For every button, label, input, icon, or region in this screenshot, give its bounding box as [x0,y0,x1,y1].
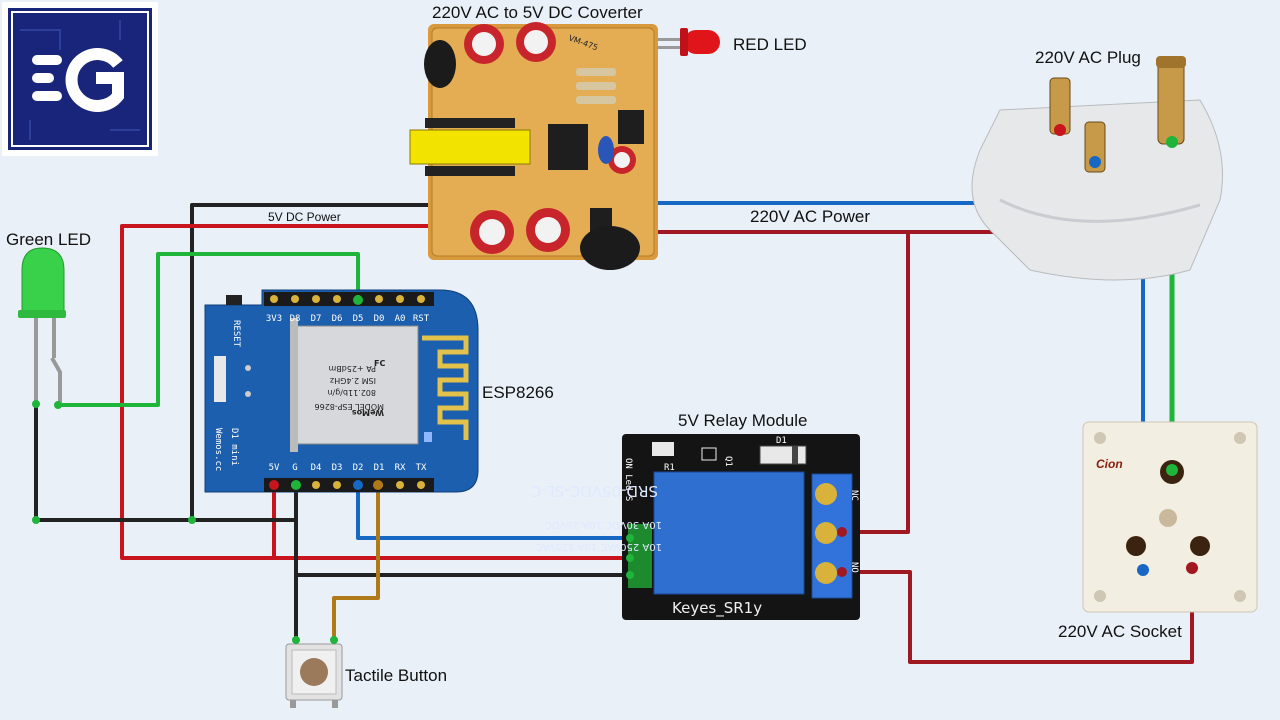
red-led [680,28,720,56]
ac-plug [971,56,1223,281]
label-dc-power: 5V DC Power [268,210,341,224]
relay-module: R1 D1 Q1 NC NO ON Led S SRD-05VDC-SL-C 1… [531,434,860,620]
esp-top-pin-label: D6 [332,314,343,324]
esp-top-pins: 3V3 D8 D7 D6 D5 D0 A0 RST [266,295,430,324]
esp-bottom-pin-label: 5V [269,463,280,473]
wire-darkred-relay-com [840,230,910,534]
esp-bottom-pin-label: D2 [353,463,364,473]
esp-top-pin-label: D0 [374,314,385,324]
ac-socket: Cion [1082,421,1258,613]
esp-spec-1: 802.11b/g/n [327,388,376,397]
label-ac-power: 220V AC Power [750,207,870,226]
esp-bottom-pin-label: D1 [374,463,385,473]
label-esp8266: ESP8266 [482,383,554,402]
label-tactile-button: Tactile Button [345,666,447,685]
tactile-button [285,643,343,708]
esp-top-pin-hole [396,295,404,303]
relay-q1-label: Q1 [723,456,733,467]
esp-top-pin-hole [333,295,341,303]
relay-board-name: Keyes_SR1y [672,599,762,618]
esp-bottom-header [264,478,434,492]
esp-url: Wemos.cc [213,428,223,471]
esp-top-pin-label: D7 [311,314,322,324]
label-ac-socket: 220V AC Socket [1058,622,1182,641]
socket-brand: Cion [1096,457,1123,471]
acdc-converter-board: VM-475 [409,22,690,270]
esp-top-header [264,292,434,306]
green-led [18,247,66,405]
esp-module-label: MODEL ESP-8266 [315,402,384,411]
relay-rating-1: 10A 250VAC 10A 125VAC [535,541,662,552]
esp-top-pin-label: RST [413,314,430,324]
wire-black-gnd-converter [190,203,442,522]
esp-brand: WeMos [352,408,384,417]
relay-left-pins: ON Led S [623,458,633,501]
esp-bottom-pin-label: G [292,463,297,473]
esp-bottom-pin-hole [417,481,425,489]
esp-name: D1 mini [229,428,239,466]
label-relay-module: 5V Relay Module [678,411,807,430]
esp-bottom-pin-hole [312,481,320,489]
label-red-led: RED LED [733,35,807,54]
esp-top-pin-hole [312,295,320,303]
esp-bottom-pin-label: D4 [311,463,322,473]
relay-r1-label: R1 [664,463,675,473]
wire-terminals [32,124,1198,644]
esp-bottom-pin-label: TX [416,463,427,473]
labels: 220V AC to 5V DC Coverter RED LED 220V A… [6,3,1182,685]
esp-spec-3: PA +25dBm [328,364,376,373]
esp-reset-label: RESET [231,320,241,348]
relay-no-label: NO [849,562,859,573]
esp-top-pin-hole [291,295,299,303]
relay-nc-label: NC [849,490,859,501]
esp-top-pin-hole [375,295,383,303]
esp-bottom-pin-label: RX [395,463,406,473]
label-green-led: Green LED [6,230,91,249]
esp-top-pin-label: D5 [353,314,364,324]
esp-top-pin-label: 3V3 [266,314,282,324]
fcc-mark: FC [374,359,385,368]
wire-green-led-signal [56,252,360,407]
esp-top-pin-hole [417,295,425,303]
relay-rating-2: 10A 30VDC 10A 28VDC [545,519,662,530]
esp-bottom-pin-hole [333,481,341,489]
esp-top-pin-label: D8 [290,314,301,324]
wire-blue-d2-relay [356,483,632,540]
esp8266-board: FC 802.11b/g/n ISM 2.4GHz PA +25dBm MODE… [204,289,479,493]
logo [2,2,158,156]
label-ac-plug: 220V AC Plug [1035,48,1141,67]
relay-d1-label: D1 [776,436,787,446]
esp-top-pin-hole [270,295,278,303]
esp-bottom-pin-hole [396,481,404,489]
esp-top-pin-label: A0 [395,314,406,324]
relay-coil-label: SRD-05VDC-SL-C [531,482,658,500]
label-converter: 220V AC to 5V DC Coverter [432,3,643,22]
esp-bottom-pin-label: D3 [332,463,343,473]
esp-spec-2: ISM 2.4GHz [330,376,376,385]
wire-darkred-relay-no [840,566,1194,664]
wire-brown-d1-button [332,483,380,642]
